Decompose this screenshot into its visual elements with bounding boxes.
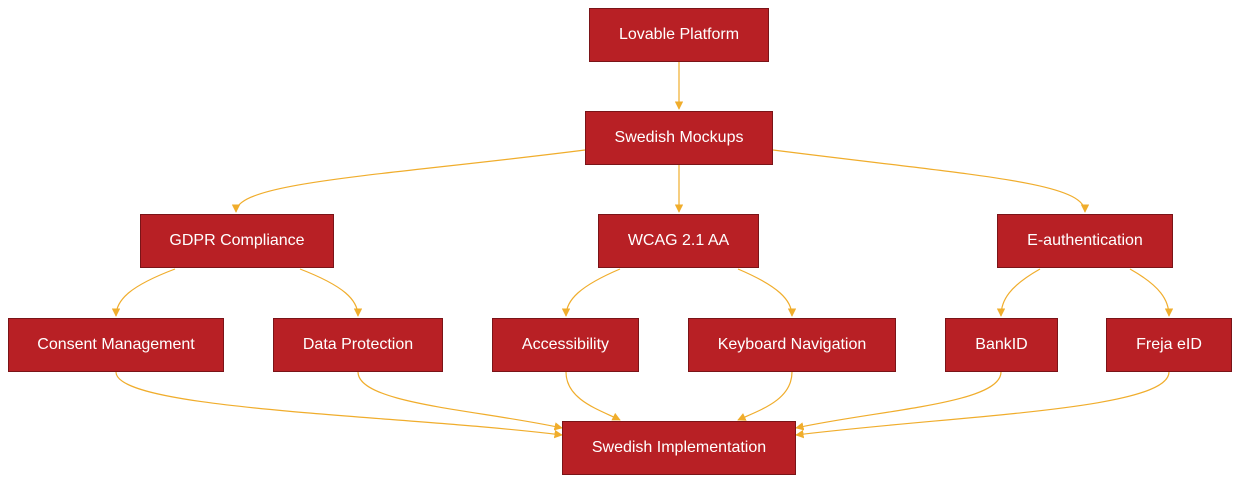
edge-bankid-to-implementation bbox=[795, 371, 1002, 431]
node-swedish-implementation: Swedish Implementation bbox=[562, 421, 796, 475]
edge-wcag-to-keyboard bbox=[737, 268, 797, 317]
node-e-authentication: E-authentication bbox=[997, 214, 1173, 268]
edge-mockups-to-eauth bbox=[772, 149, 1090, 213]
edge-consent-to-implementation bbox=[115, 371, 563, 439]
edge-wcag-to-accessibility bbox=[561, 268, 621, 317]
edge-eauth-to-freja bbox=[1129, 268, 1174, 317]
node-keyboard-navigation: Keyboard Navigation bbox=[688, 318, 896, 372]
node-data-protection: Data Protection bbox=[273, 318, 443, 372]
edge-dataprotection-to-implementation bbox=[357, 371, 563, 431]
node-gdpr-compliance: GDPR Compliance bbox=[140, 214, 334, 268]
edge-freja-to-implementation bbox=[795, 371, 1170, 439]
edge-gdpr-to-consent bbox=[111, 268, 176, 317]
node-freja-eid: Freja eID bbox=[1106, 318, 1232, 372]
edge-gdpr-to-dataprotection bbox=[299, 268, 363, 317]
edge-keyboard-to-implementation bbox=[737, 371, 793, 421]
node-bankid: BankID bbox=[945, 318, 1058, 372]
node-swedish-mockups: Swedish Mockups bbox=[585, 111, 773, 165]
node-consent-management: Consent Management bbox=[8, 318, 224, 372]
edge-mockups-to-gdpr bbox=[231, 149, 586, 213]
edge-eauth-to-bankid bbox=[996, 268, 1041, 317]
node-accessibility: Accessibility bbox=[492, 318, 639, 372]
node-wcag: WCAG 2.1 AA bbox=[598, 214, 759, 268]
edge-accessibility-to-implementation bbox=[565, 371, 621, 421]
node-lovable-platform: Lovable Platform bbox=[589, 8, 769, 62]
